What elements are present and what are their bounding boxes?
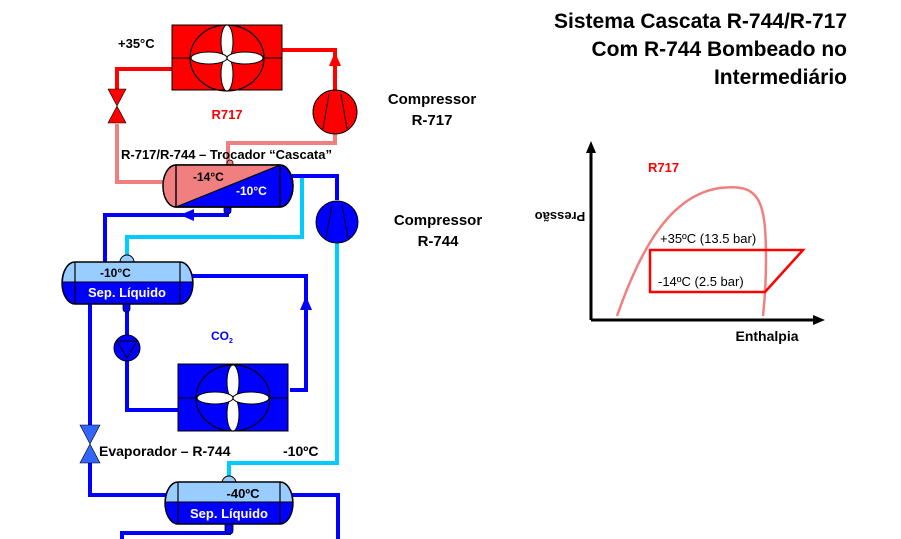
pipe-exchanger-to-compressor — [226, 130, 337, 165]
page-title: Sistema Cascata R-744/R-717 Com R-744 Bo… — [554, 8, 847, 92]
ph-diagram: R717 +35ºC (13.5 bar) -14ºC (2.5 bar) Pr… — [535, 141, 825, 344]
title-line-2: Com R-744 Bombeado no — [591, 38, 847, 61]
condenser-refrigerant-label: R717 — [211, 107, 242, 122]
flow-arrow-icon — [329, 52, 341, 66]
expansion-valve-r744-icon — [79, 424, 101, 464]
compressor-r744-label-line2: R-744 — [417, 233, 459, 250]
fan-icon — [195, 364, 271, 432]
low-pressure-label: -14ºC (2.5 bar) — [658, 274, 744, 289]
condenser-r717 — [171, 24, 283, 92]
expansion-valve-r717-icon — [107, 88, 127, 124]
compressor-r717-label-line1: Compressor — [387, 91, 477, 108]
low-temperature-separator — [164, 475, 294, 535]
compressor-r717-icon — [312, 89, 358, 135]
low-separator-temp: -40ºC — [227, 486, 261, 501]
compressor-r744-label: Compressor R-744 — [378, 210, 498, 252]
pump-icon — [113, 334, 141, 362]
refrigeration-cycle — [648, 248, 806, 294]
compressor-r717-label: Compressor R-717 — [372, 89, 492, 131]
flow-arrow-icon — [180, 209, 194, 221]
title-line-3: Intermediário — [713, 66, 847, 89]
fan-icon — [189, 24, 265, 92]
exchanger-hot-side-temp: -14°C — [193, 170, 224, 184]
pipe-compressor-to-condenser — [282, 48, 337, 95]
r744-piping — [88, 174, 340, 539]
compressor-r717-label-line2: R-717 — [411, 112, 453, 129]
r717-piping — [115, 48, 341, 184]
compressor-r744-icon — [315, 200, 359, 244]
low-separator-label: Sep. Líquido — [190, 506, 268, 521]
x-axis-arrow-icon — [813, 315, 825, 325]
intermediate-separator-label: Sep. Líquido — [88, 285, 166, 300]
pipe-condenser-to-valve — [115, 67, 172, 90]
saturation-dome — [615, 185, 768, 317]
compressor-r744-label-line1: Compressor — [393, 212, 483, 229]
intermediate-separator-temp: -10°C — [100, 266, 131, 280]
title-line-1: Sistema Cascata R-744/R-717 — [554, 10, 847, 33]
pipe-valve-to-exchanger — [115, 124, 163, 184]
cascade-exchanger-label: R-717/R-744 – Trocador “Cascata” — [121, 147, 332, 162]
high-pressure-label: +35ºC (13.5 bar) — [660, 231, 756, 246]
y-axis-label: Pressão — [535, 209, 586, 224]
cascade-exchanger — [162, 159, 294, 215]
exchanger-cold-side-temp: -10°C — [236, 184, 267, 198]
intermediate-separator — [61, 254, 194, 313]
ph-refrigerant-label: R717 — [648, 160, 679, 175]
x-axis-label: Enthalpia — [735, 328, 798, 344]
evaporator-label: Evaporador – R-744 — [99, 443, 231, 459]
evaporator-temperature: -10ºC — [283, 443, 318, 459]
flow-arrow-icon — [300, 296, 312, 310]
evaporator-r744 — [177, 363, 289, 432]
condenser-temperature: +35°C — [118, 36, 155, 51]
y-axis-arrow-icon — [586, 141, 596, 153]
co2-label: CO2 — [211, 329, 233, 345]
